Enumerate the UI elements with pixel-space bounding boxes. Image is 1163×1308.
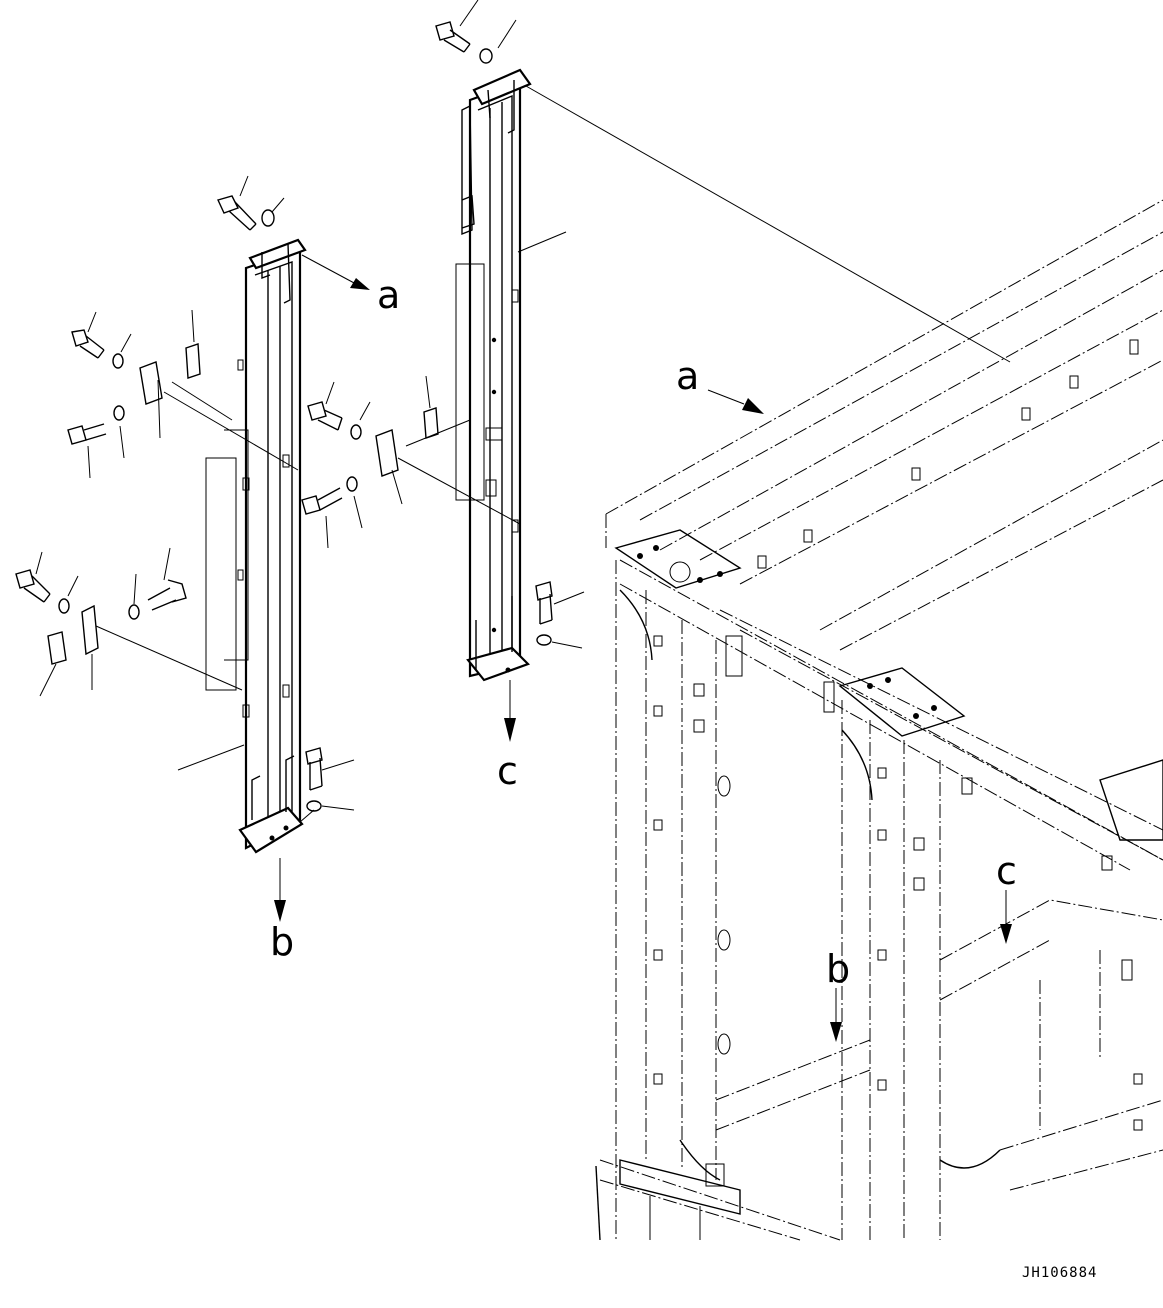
callout-b-frame: b: [826, 947, 850, 991]
left-pillar-hardware: [15, 175, 370, 922]
callout-a-frame: a: [676, 354, 699, 398]
left-pillar: [177, 238, 307, 854]
right-pillar-hardware: [301, 0, 1011, 742]
right-pillar: [461, 68, 567, 682]
callout-c-frame: c: [996, 849, 1017, 893]
callout-a-pillar: a: [377, 273, 400, 317]
callout-b-pillar: b: [270, 920, 294, 964]
drawing-code: JH106884: [1022, 1265, 1097, 1281]
main-frame: [595, 199, 1163, 1241]
callout-c-pillar: c: [497, 749, 518, 793]
